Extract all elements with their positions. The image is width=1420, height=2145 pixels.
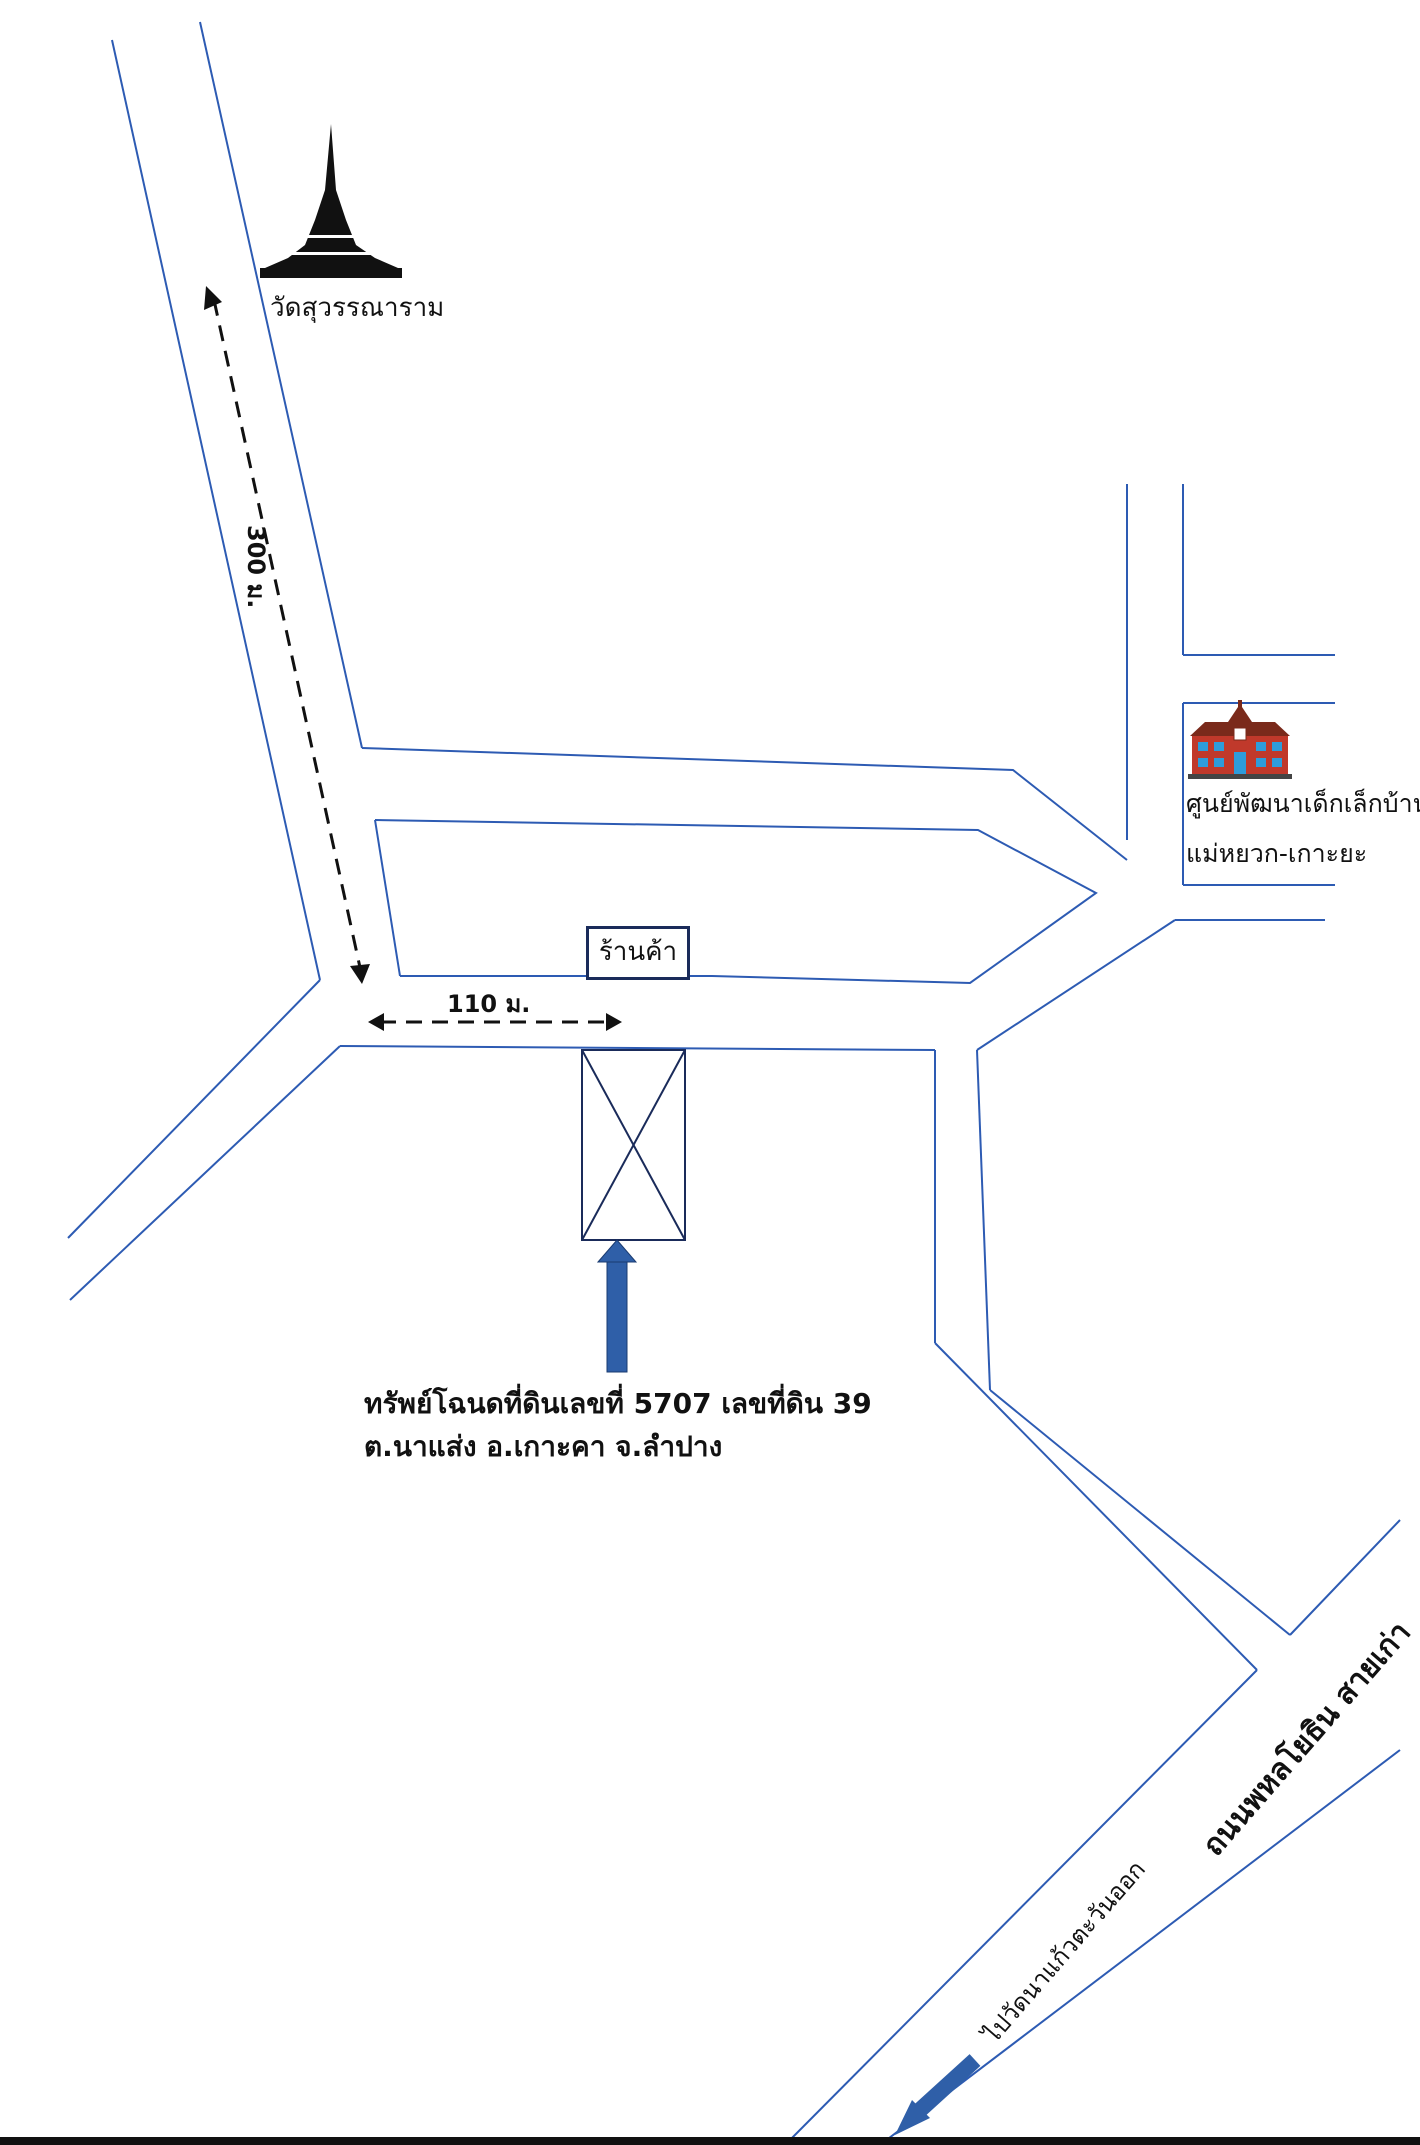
property-description-line1: ทรัพย์โฉนดที่ดินเลขที่ 5707 เลขที่ดิน 39 — [364, 1387, 872, 1420]
school-label-line1: ศูนย์พัฒนาเด็กเล็กบ้าน — [1186, 789, 1420, 818]
highway-upper-edge — [1289, 1519, 1401, 1636]
school-label-line2: แม่หยวก-เกาะยะ — [1186, 839, 1368, 868]
highway-far-edge — [879, 1749, 1401, 2145]
property-plot-icon — [581, 1049, 686, 1241]
road-branch-lower-edge — [374, 819, 1098, 985]
bottom-border — [0, 2137, 1420, 2145]
road-diag-upper — [989, 1389, 1291, 1636]
road-southwest-lower — [69, 1045, 341, 1301]
distance-110-label: 110 ม. — [447, 990, 531, 1018]
direction-arrow-icon — [895, 2054, 981, 2135]
road-north-right-edge — [199, 21, 363, 749]
distance-300-line — [212, 299, 363, 973]
road-branch-lower-left — [374, 819, 401, 977]
temple-label: วัดสุวรรณาราม — [270, 293, 445, 323]
shop-label: ร้านค้า — [586, 926, 690, 980]
school-building-icon — [1188, 700, 1292, 779]
road-diag-lower — [934, 1342, 1258, 1671]
road-branch-upper-edge — [361, 747, 1128, 861]
road-property-top-edge — [339, 1045, 936, 1051]
distance-110-arrow-left — [368, 1013, 384, 1031]
property-description-line2: ต.นาแส่ง อ.เกาะคา จ.ลำปาง — [364, 1430, 723, 1463]
temple-stupa-icon — [260, 124, 402, 278]
road-east-left-edge — [976, 1049, 991, 1391]
distance-110-arrow-right — [606, 1013, 622, 1031]
road-north-left-edge — [111, 39, 321, 981]
property-arrow-icon — [596, 1239, 638, 1373]
distance-300-label: 300 ม. — [242, 525, 270, 609]
highway-lower-edge — [784, 1669, 1258, 2145]
distance-300-arrow-bottom — [350, 964, 370, 984]
road-southwest-upper — [67, 979, 321, 1239]
distance-300-arrow-top — [204, 286, 222, 310]
school-label: ศูนย์พัฒนาเด็กเล็กบ้าน แม่หยวก-เกาะยะ — [1186, 779, 1420, 879]
road-school-diag — [976, 919, 1176, 1051]
